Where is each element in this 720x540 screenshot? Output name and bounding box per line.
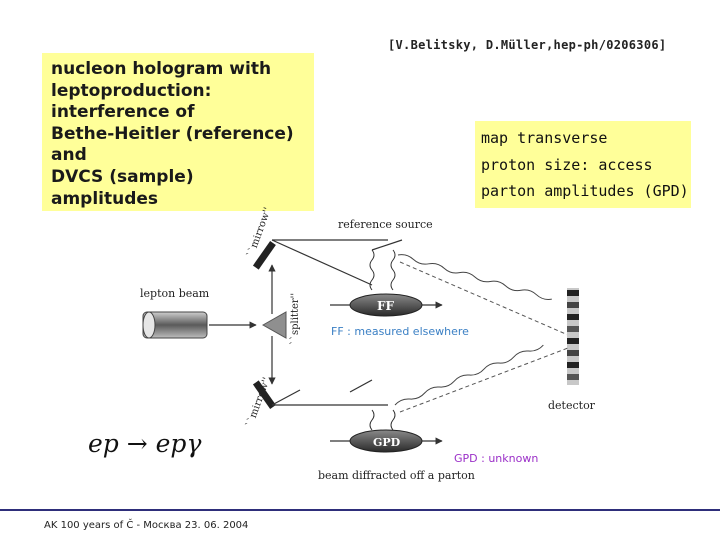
bottom-dashed-to-detector xyxy=(399,347,569,413)
reference-beam-to-vertex xyxy=(271,239,373,286)
detector-label: detector xyxy=(548,399,596,412)
beam-diffracted-label: beam diffracted off a parton xyxy=(318,469,475,482)
hologram-line: and xyxy=(51,145,87,166)
ff-label: FF xyxy=(377,299,395,313)
citation: [V.Belitsky, D.Müller,hep-ph/0206306] xyxy=(388,38,667,52)
reaction-formula: ep → epγ xyxy=(88,429,201,458)
hologram-line: interference of xyxy=(51,102,195,123)
top-wave-to-detector xyxy=(397,254,552,300)
bottom-wave-to-detector xyxy=(394,344,544,406)
bottom-mirror xyxy=(252,380,276,410)
hologram-line: amplitudes xyxy=(51,188,159,209)
transverse-line: parton amplitudes (GPD) xyxy=(481,182,689,200)
hologram-line: Bethe-Heitler (reference) xyxy=(51,123,294,144)
gpd-label: GPD xyxy=(373,436,401,449)
hologram-line: leptoproduction: xyxy=(51,80,212,101)
splitter-prism xyxy=(261,311,287,339)
ff-photon-right xyxy=(390,249,396,291)
ff-note: FF : measured elsewhere xyxy=(331,325,469,338)
hologram-line: nucleon hologram with xyxy=(51,59,272,79)
lepton-beam-label: lepton beam xyxy=(140,287,210,300)
top-mirror xyxy=(252,240,276,270)
gpd-photon-left xyxy=(369,409,375,431)
splitter-label: ``splitter'' xyxy=(290,293,301,345)
lepton-beam-source xyxy=(142,311,208,339)
ff-photon-left xyxy=(369,249,375,291)
footer-divider xyxy=(0,509,720,511)
reference-source-label: reference source xyxy=(338,218,433,231)
hologram-description-box: nucleon hologram with leptoproduction: i… xyxy=(42,53,314,211)
transverse-size-box: map transverse proton size: access parto… xyxy=(475,121,691,208)
hologram-line: DVCS (sample) xyxy=(51,166,194,187)
gpd-note: GPD : unknown xyxy=(454,452,538,465)
transverse-line: map transverse xyxy=(481,129,608,147)
gpd-photon-right xyxy=(390,409,396,431)
top-dashed-to-detector xyxy=(399,261,569,336)
transverse-line: proton size: access xyxy=(481,155,653,174)
footer-text: AK 100 years of Č - Москва 23. 06. 2004 xyxy=(44,520,249,531)
detector-grating xyxy=(567,288,579,385)
